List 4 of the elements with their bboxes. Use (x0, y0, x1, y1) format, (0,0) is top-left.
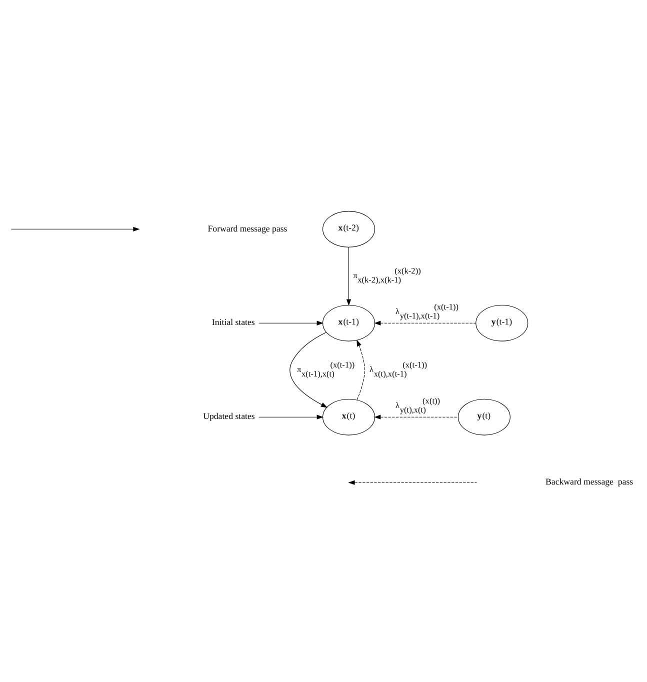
legend-label: Backward message pass (546, 476, 634, 486)
node-text: Initial states (212, 316, 255, 327)
node-text: Updated states (203, 410, 255, 421)
legend-label: Forward message pass (208, 222, 288, 233)
